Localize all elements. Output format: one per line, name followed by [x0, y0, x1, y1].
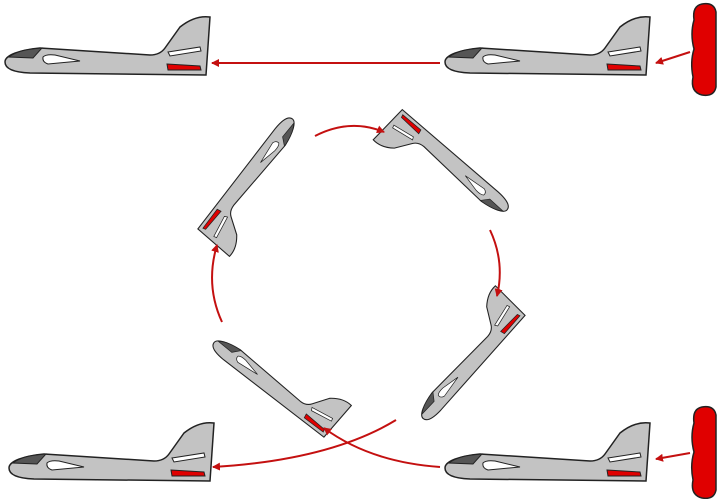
glider-loop-bottom-right — [397, 285, 528, 426]
arrow-loop-right — [489, 229, 503, 297]
arrow-loop-exit — [212, 419, 397, 471]
glider-top-left — [4, 15, 211, 76]
launcher-hand-top — [690, 2, 717, 97]
glider-loop-top-left — [195, 112, 320, 258]
launcher-hand-bottom — [690, 405, 717, 499]
arrow-loop-top — [314, 124, 385, 137]
arrow-loop-entry — [323, 427, 441, 468]
glider-top-right — [444, 15, 651, 76]
arrow-bottom-launch — [655, 452, 691, 462]
glider-loop-top-right — [372, 107, 514, 236]
arrow-top-launch — [655, 51, 691, 65]
glider-loop-bottom-left — [207, 315, 353, 440]
arrow-loop-left — [211, 244, 223, 323]
glider-bottom-left — [8, 421, 215, 482]
glider-bottom-right — [444, 421, 651, 482]
